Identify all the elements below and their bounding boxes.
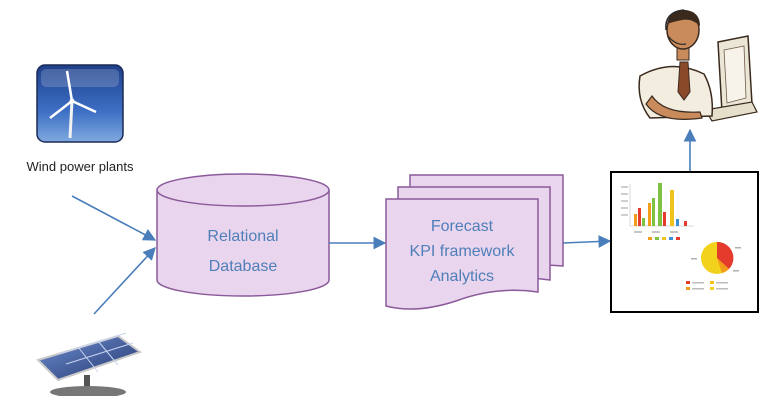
processing-label-line1: Forecast	[431, 218, 494, 235]
database-label-line2: Database	[209, 258, 278, 275]
arrow-wind-to-db	[71, 195, 157, 241]
arrow-solar-to-db	[93, 247, 156, 315]
processing-label-line2: KPI framework	[410, 243, 516, 260]
wind-label: Wind power plants	[27, 159, 134, 174]
arrow-processing-to-dashboard	[562, 235, 612, 248]
processing-label-line3: Analytics	[430, 268, 494, 285]
wind-turbine-icon	[36, 64, 124, 143]
dashboard-report-icon	[610, 171, 759, 313]
solar-panel-icon	[36, 332, 143, 396]
user-at-computer-icon	[638, 9, 758, 122]
relational-database-shape	[156, 173, 330, 297]
database-label-line1: Relational	[207, 228, 278, 245]
processing-documents-shape	[385, 174, 564, 310]
